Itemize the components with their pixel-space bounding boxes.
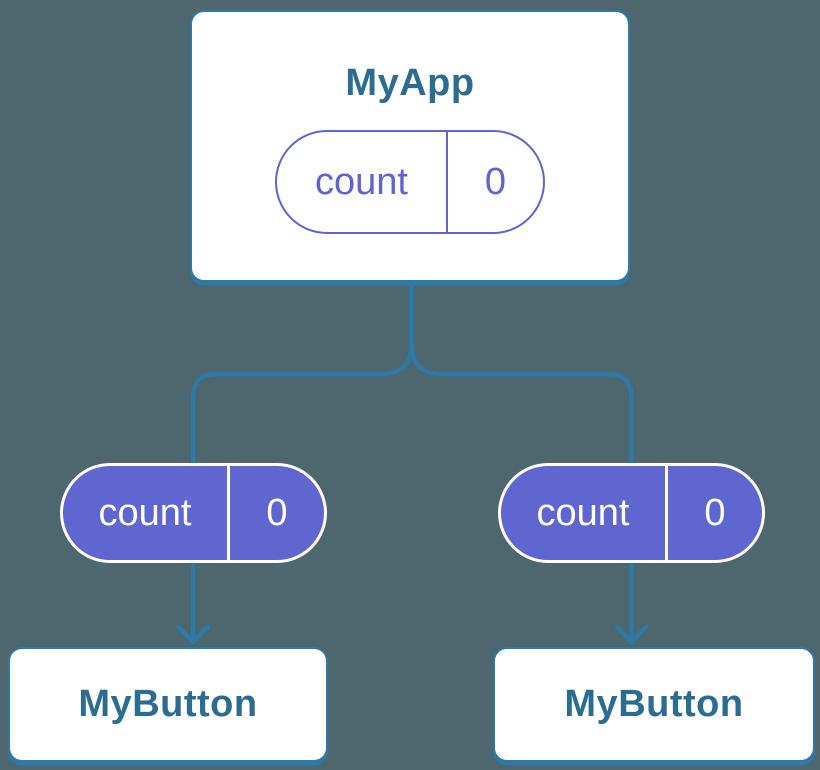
state-value: 0 [704, 491, 726, 534]
arrow-left-head [176, 624, 210, 645]
right-mybutton-card: MyButton [493, 647, 815, 762]
state-name: count [277, 132, 448, 232]
myapp-title: MyApp [345, 62, 475, 104]
state-name: count [63, 466, 230, 560]
state-name: count [501, 466, 668, 560]
mybutton-title: MyButton [78, 683, 258, 725]
left-child-state-pill: count 0 [60, 463, 327, 563]
arrow-right-head [614, 624, 649, 645]
mybutton-title: MyButton [564, 683, 744, 725]
right-child-state-pill: count 0 [498, 463, 765, 563]
branch-right-line [409, 279, 634, 470]
state-value: 0 [484, 160, 507, 203]
state-value: 0 [266, 491, 288, 534]
left-mybutton-card: MyButton [8, 647, 328, 762]
myapp-card: MyApp count 0 [190, 10, 630, 282]
branch-left-line [190, 279, 414, 470]
myapp-state-pill: count 0 [275, 130, 545, 234]
